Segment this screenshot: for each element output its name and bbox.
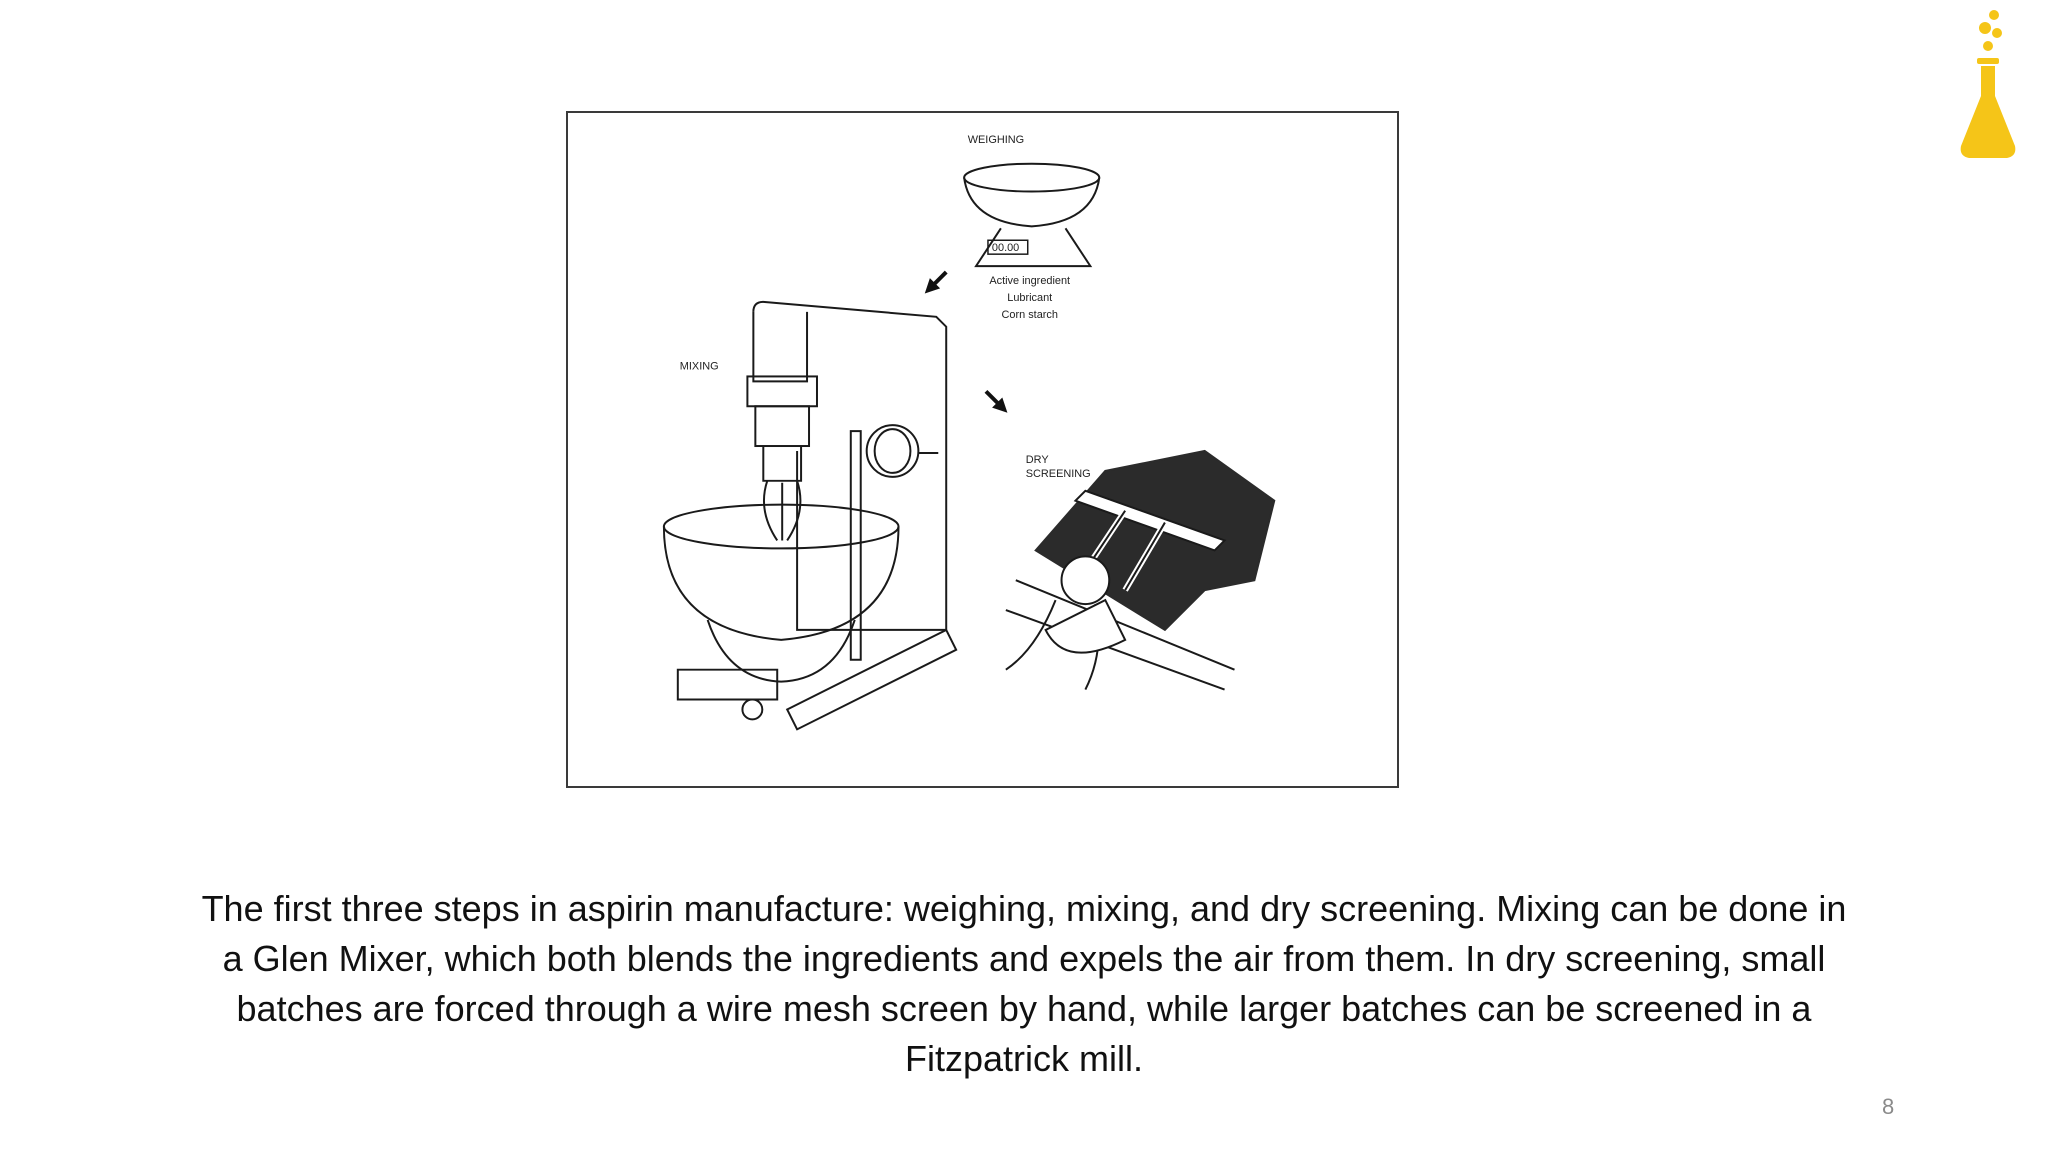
screening-label: SCREENING (1026, 468, 1091, 480)
ingredient-label-cornstarch: Corn starch (1001, 309, 1057, 321)
arrow-down-left-icon (924, 270, 948, 294)
weighing-label: WEIGHING (968, 134, 1024, 146)
arrow-down-right-icon (984, 389, 1008, 413)
ingredient-label-lubricant: Lubricant (1007, 292, 1052, 304)
mixer-drawing: MIXING (662, 300, 958, 731)
flask-logo-icon (1955, 6, 2021, 166)
process-illustration: WEIGHING 00.00 Active ingredient Lubrica… (566, 111, 1399, 788)
dry-label: DRY (1026, 454, 1050, 466)
mixing-label: MIXING (680, 360, 719, 372)
scale-display-value: 00.00 (992, 242, 1019, 254)
weighing-scale-drawing: WEIGHING 00.00 Active ingredient Lubrica… (963, 134, 1101, 321)
ingredient-label-active: Active ingredient (989, 275, 1070, 287)
page-number: 8 (1882, 1094, 1895, 1119)
figure-caption: The first three steps in aspirin manufac… (201, 888, 1847, 1079)
dry-screening-drawing: DRY SCREENING (1005, 449, 1276, 691)
